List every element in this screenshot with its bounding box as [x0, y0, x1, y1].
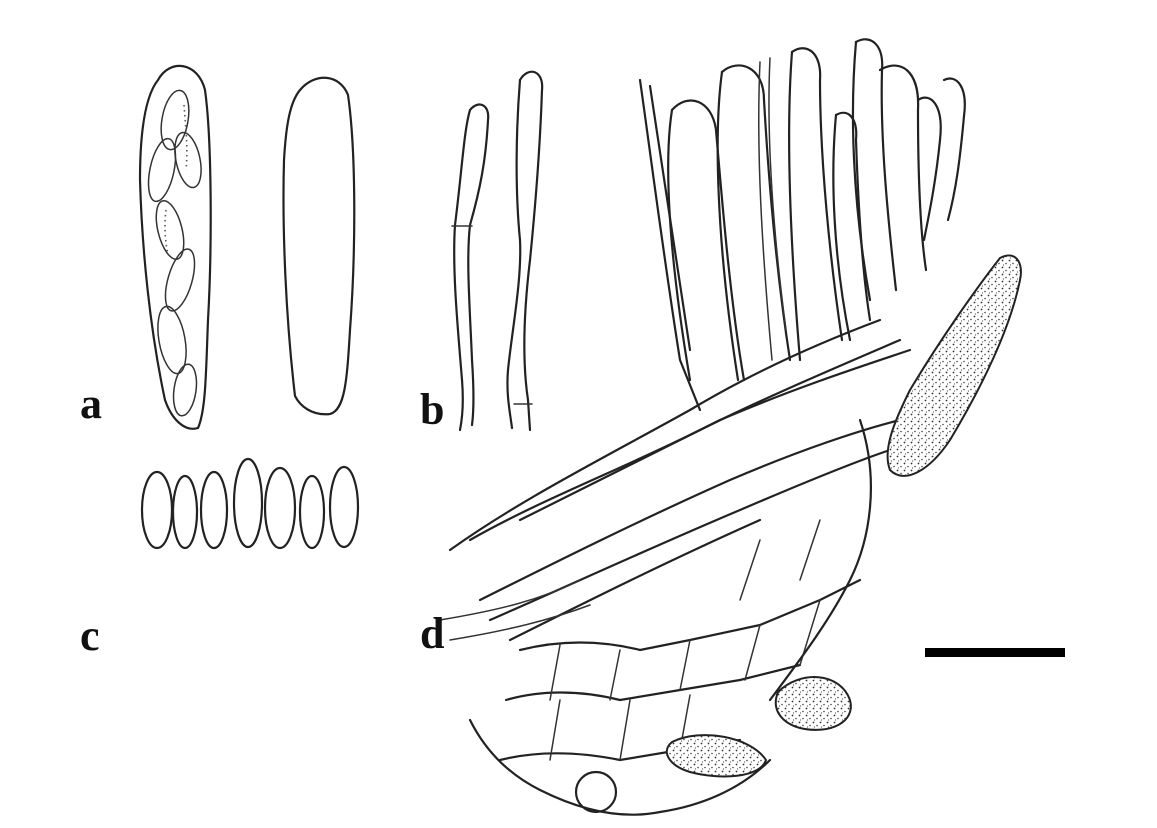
- paraphysis-drawing: [282, 76, 356, 416]
- scale-bar: [925, 648, 1065, 657]
- ascus-drawing: [138, 64, 212, 430]
- panel-label-c: c: [80, 611, 100, 660]
- panel-label-d: d: [420, 609, 445, 658]
- hyphae-drawing: [451, 70, 544, 432]
- apothecium-section: [439, 38, 1022, 816]
- panel-label-b: b: [420, 385, 445, 434]
- panel-label-a: a: [80, 379, 102, 428]
- ascospores-row: [140, 457, 360, 550]
